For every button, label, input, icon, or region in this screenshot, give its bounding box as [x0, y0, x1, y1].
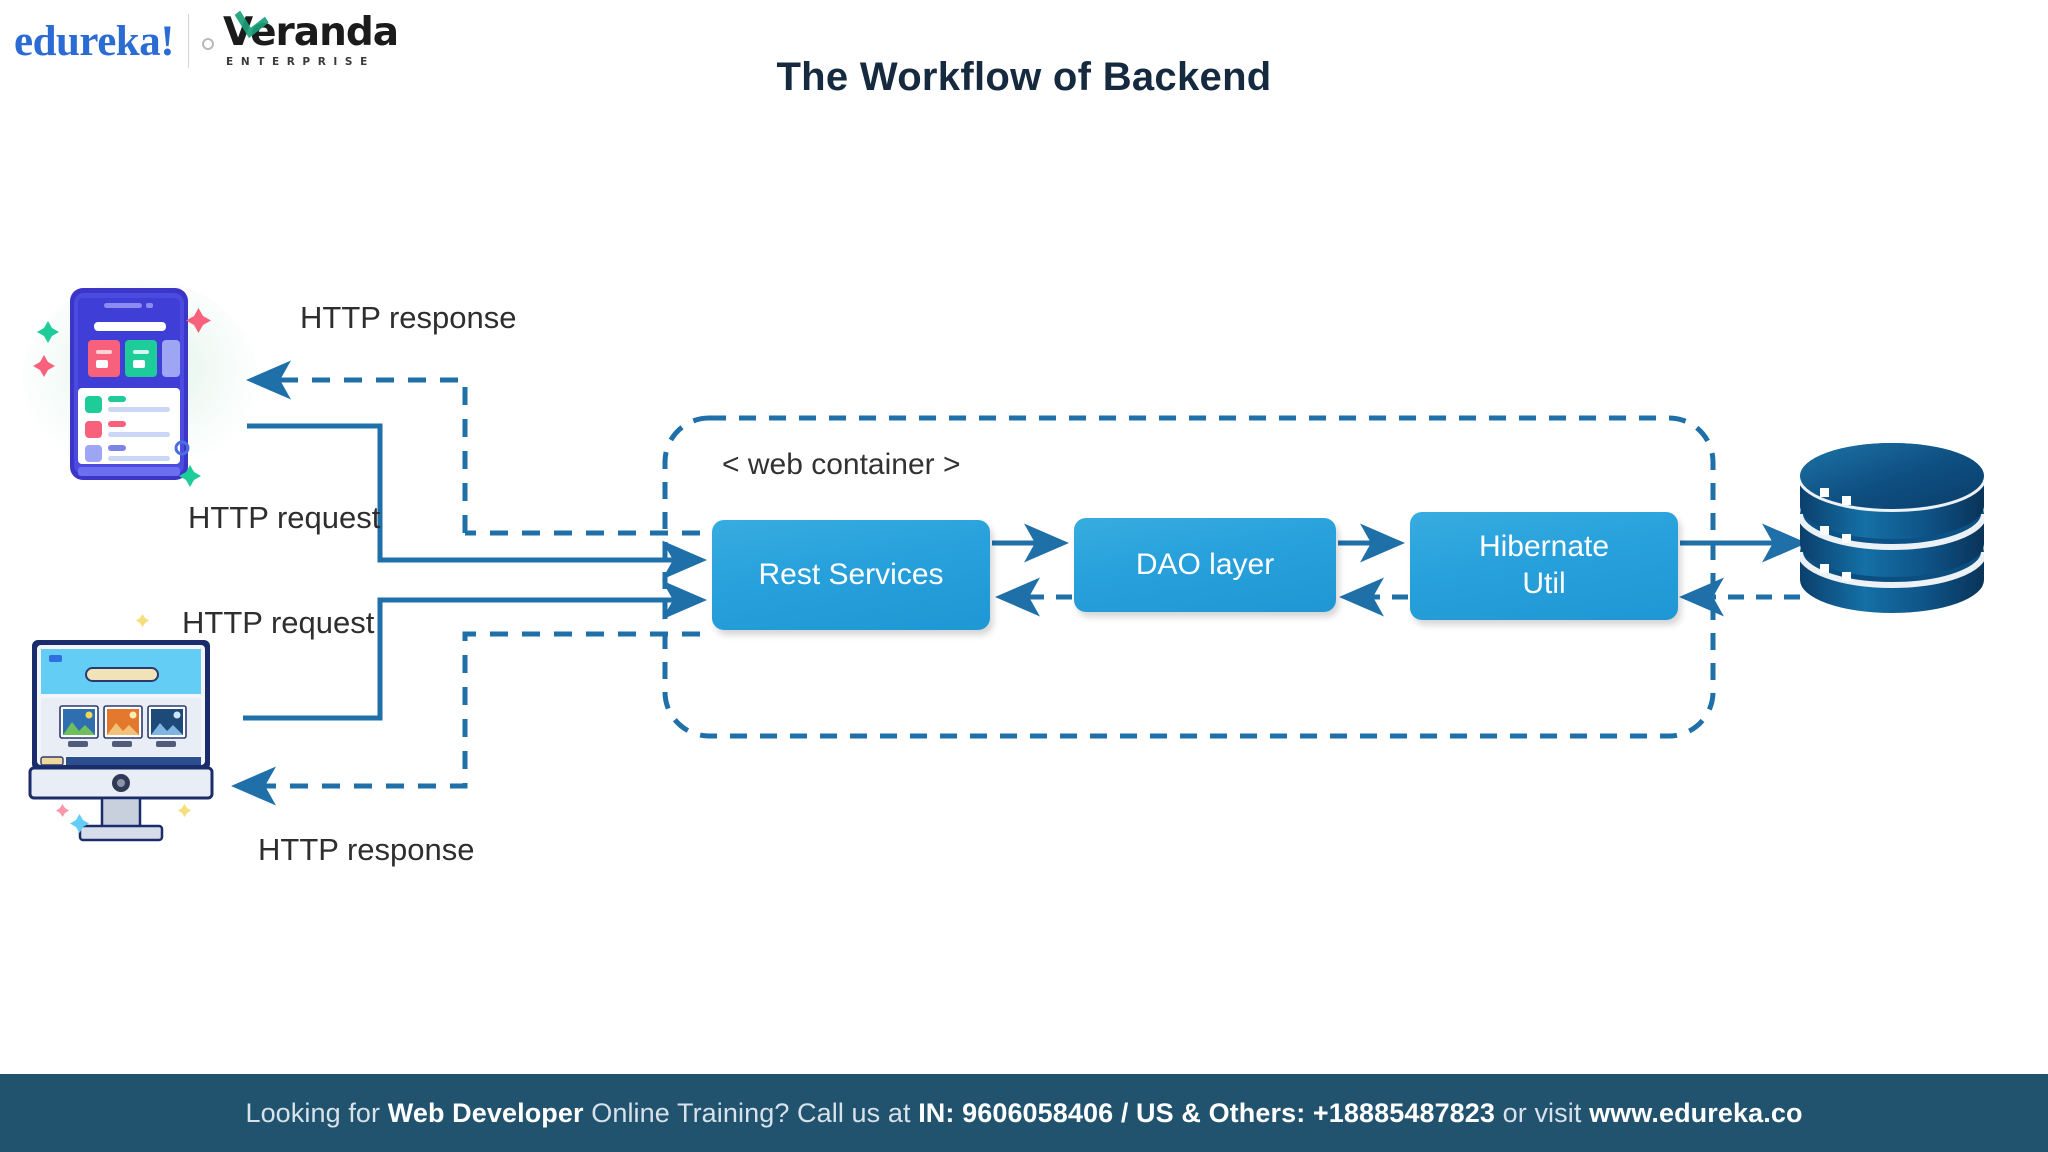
label-web-container: < web container > [722, 448, 961, 481]
veranda-logo: Veranda ENTERPRISE [223, 0, 399, 68]
arrow-request-from-desktop [243, 580, 708, 721]
arrow-response-to-desktop [230, 631, 700, 806]
footer-text-part3: or visit [1495, 1097, 1590, 1128]
node-hibernate-util-line2: Util [1522, 567, 1566, 600]
brand-logos: edureka! Veranda ENTERPRISE [14, 0, 399, 72]
node-rest-services[interactable]: Rest Services [712, 520, 990, 630]
arrow-response-to-phone [245, 360, 468, 533]
node-dao-layer-label: DAO layer [1135, 547, 1275, 581]
footer-text-bold2: IN: 9606058406 / US & Others: +188854878… [918, 1097, 1496, 1128]
page-title: The Workflow of Backend [776, 55, 1272, 99]
footer-text-part1: Looking for [245, 1097, 388, 1128]
label-http-response-top: HTTP response [300, 300, 517, 335]
label-http-response-bottom: HTTP response [258, 832, 475, 867]
footer-text-part2: Online Training? Call us at [583, 1097, 919, 1128]
veranda-text: Veranda [223, 10, 399, 56]
veranda-wordmark: Veranda [223, 0, 399, 52]
arrow-request-from-phone [247, 423, 708, 580]
node-hibernate-util-line1: Hibernate [1478, 530, 1610, 564]
node-rest-services-label: Rest Services [758, 557, 944, 591]
veranda-subtitle: ENTERPRISE [226, 55, 375, 68]
database-cylinder-icon [1797, 443, 1987, 613]
node-hibernate-util[interactable]: Hibernate Util [1410, 512, 1678, 620]
node-hibernate-util-label: Hibernate Util [1479, 529, 1609, 602]
desktop-monitor-icon [28, 614, 214, 842]
small-circle-icon [202, 38, 215, 50]
edureka-logo: edureka! [14, 17, 175, 65]
mobile-phone-icon [33, 288, 211, 487]
node-dao-layer[interactable]: DAO layer [1074, 518, 1336, 612]
footer-text: Looking for Web Developer Online Trainin… [245, 1098, 1802, 1129]
footer-bar: Looking for Web Developer Online Trainin… [0, 1074, 2048, 1152]
divider-icon [188, 14, 190, 68]
footer-link-edureka[interactable]: www.edureka.co [1589, 1097, 1803, 1128]
label-http-request-top: HTTP request [188, 500, 381, 535]
footer-text-bold1: Web Developer [387, 1097, 584, 1128]
label-http-request-bottom: HTTP request [182, 605, 375, 640]
